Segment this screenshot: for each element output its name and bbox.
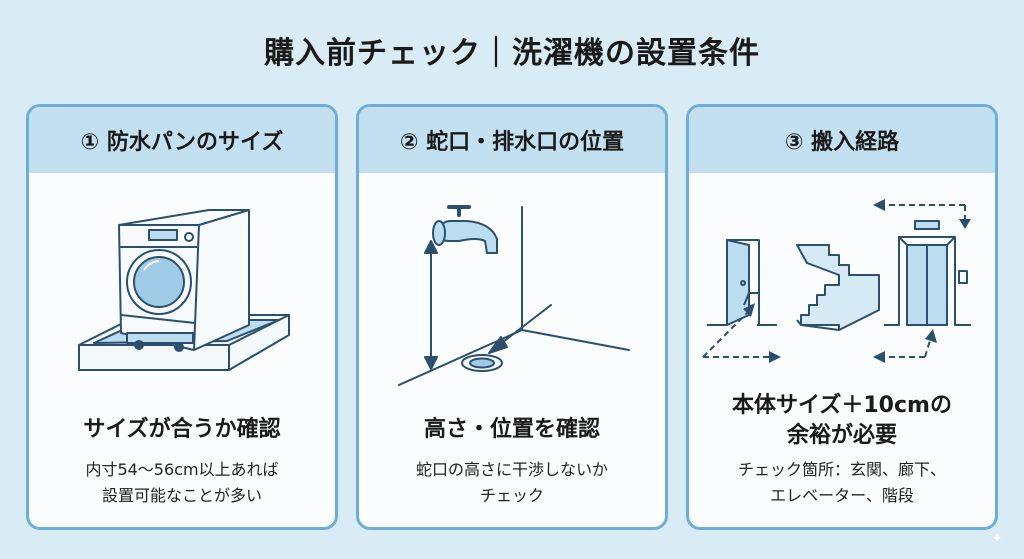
card-sub-text: 内寸54〜56cm以上あれば 設置可能なことが多い [29, 457, 335, 509]
card-header: ② 蛇口・排水口の位置 [359, 107, 665, 173]
sub-line: チェック箇所：玄関、廊下、 [737, 460, 946, 479]
card-faucet-drain: ② 蛇口・排水口の位置 高さ・位置を確認 蛇口の高さに干渉しないか チェック [356, 104, 668, 530]
washing-machine-icon [78, 209, 290, 371]
card-main-text: 本体サイズ＋10cmの 余裕が必要 [689, 391, 995, 451]
page-title: 購入前チェック｜洗濯機の設置条件 [264, 36, 760, 71]
card-sub-text: 蛇口の高さに干渉しないか チェック [359, 457, 665, 509]
sub-line: 内寸54〜56cm以上あれば [85, 460, 279, 479]
main-line: 本体サイズ＋10cmの [732, 393, 952, 418]
sub-line: エレベーター、階段 [770, 486, 914, 505]
card-header: ③ 搬入経路 [689, 107, 995, 173]
card-delivery-route: ③ 搬入経路 [686, 104, 998, 530]
card-waterproof-pan: ① 防水パンのサイズ サイズが合うか確認 内寸54〜56cm以上あれば [26, 104, 338, 530]
sub-line: 蛇口の高さに干渉しないか [415, 460, 608, 479]
card-header: ① 防水パンのサイズ [29, 107, 335, 173]
card-sub-text: チェック箇所：玄関、廊下、 エレベーター、階段 [689, 457, 995, 509]
card-main-text: サイズが合うか確認 [83, 417, 281, 442]
faucet-drain-icon [398, 205, 630, 386]
sparkle-icon: ✦ [992, 531, 1003, 545]
card-main-text: 高さ・位置を確認 [423, 417, 600, 442]
main-line: 余裕が必要 [786, 423, 897, 448]
sub-line: 設置可能なことが多い [101, 486, 262, 505]
sub-line: チェック [479, 486, 544, 505]
delivery-route-icon [702, 199, 971, 363]
